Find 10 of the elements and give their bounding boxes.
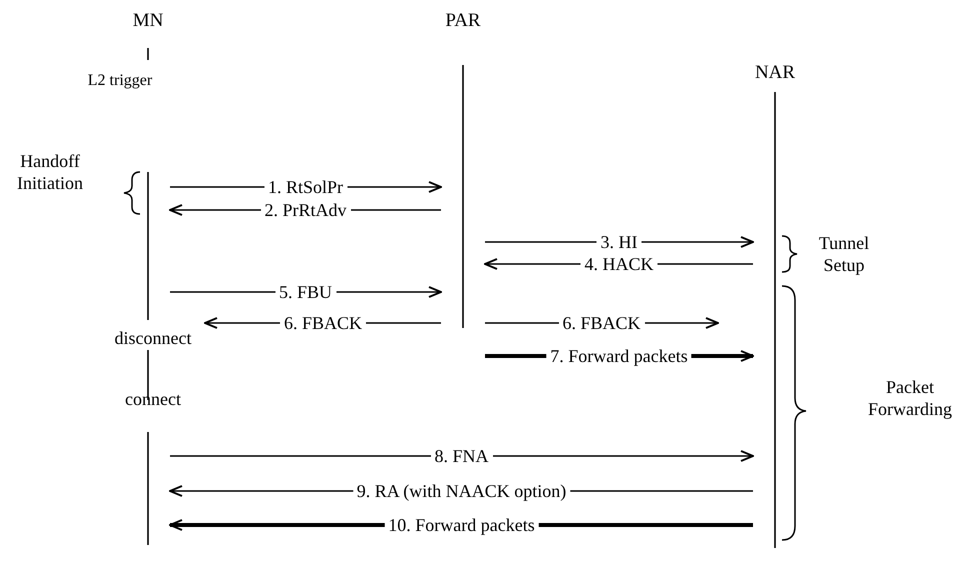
annotation-text: disconnect bbox=[114, 327, 192, 349]
annotation-text: L2 trigger bbox=[86, 71, 154, 91]
annotation-text: connect bbox=[124, 388, 182, 410]
participant-label: PAR bbox=[445, 10, 481, 32]
participant-label: NAR bbox=[754, 62, 796, 84]
annotation-text: Handoff Initiation bbox=[16, 150, 84, 194]
annotation-text: Tunnel Setup bbox=[818, 232, 870, 276]
annotation-text: Packet Forwarding bbox=[867, 376, 953, 420]
arrow bbox=[170, 450, 754, 462]
participant-label: MN bbox=[132, 10, 164, 32]
